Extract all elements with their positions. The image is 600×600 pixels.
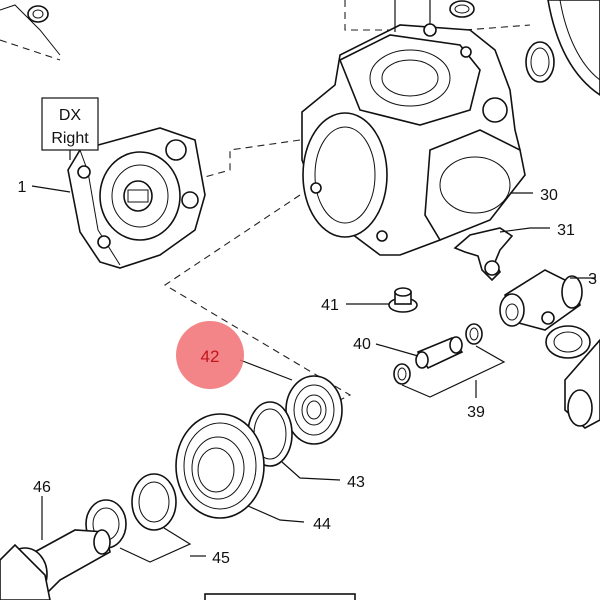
callout-31-label: 31 <box>557 222 575 239</box>
callout-labels: 1 30 31 41 40 39 43 44 45 46 3 <box>18 179 598 567</box>
callout-leaders <box>31 185 596 279</box>
callout-43-label: 43 <box>347 474 365 491</box>
part-46-shaft <box>0 496 111 600</box>
side-label-line2: Right <box>51 130 89 147</box>
main-housing <box>301 0 526 256</box>
callout-1-label: 1 <box>18 179 27 196</box>
part-42-small-bearing <box>239 359 343 445</box>
part-31-yoke <box>453 227 514 282</box>
side-indicator-box: DX Right <box>41 97 99 160</box>
callout-44-label: 44 <box>313 516 331 533</box>
part-39-o-rings <box>393 323 506 398</box>
part-44-large-bearing <box>175 413 305 523</box>
side-label-line1: DX <box>59 107 82 124</box>
highlight-marker[interactable] <box>176 321 244 389</box>
part-41-plug <box>346 287 418 313</box>
top-left-fragment <box>0 4 61 56</box>
part-3-piston <box>499 269 600 429</box>
bottom-partial-component <box>204 593 356 600</box>
callout-42-label: 42 <box>201 347 220 366</box>
callout-46-label: 46 <box>33 479 51 496</box>
callout-39-label: 39 <box>467 404 485 421</box>
top-right-parts <box>449 0 600 96</box>
part-1-flange-cover <box>67 127 206 269</box>
callout-41-label: 41 <box>321 297 339 314</box>
part-40-pin <box>375 336 464 370</box>
callout-40-label: 40 <box>353 336 371 353</box>
callout-45-label: 45 <box>212 550 230 567</box>
callout-3-label: 3 <box>588 271 597 288</box>
callout-30-label: 30 <box>540 187 558 204</box>
